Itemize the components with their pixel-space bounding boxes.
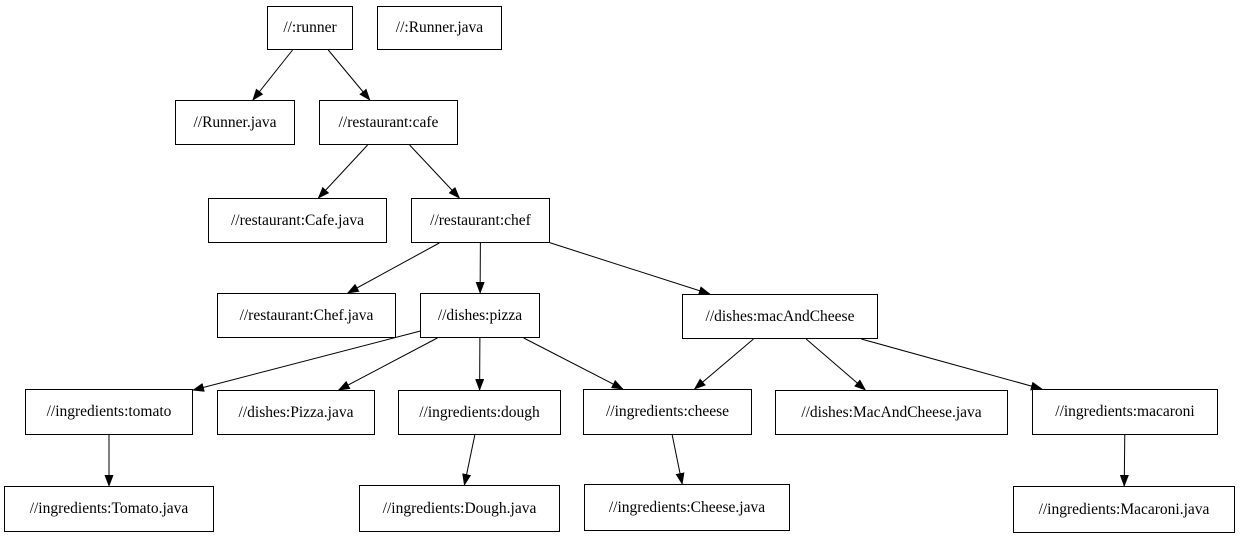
graph-node-tomato-java: //ingredients:Tomato.java xyxy=(4,486,214,532)
edge-mac-and-cheese-to-macaroni xyxy=(861,338,1043,391)
graph-node-macaroni-java: //ingredients:Macaroni.java xyxy=(1013,486,1235,533)
edge-runner-to-cafe xyxy=(327,49,371,101)
edge-pizza-to-cheese xyxy=(523,337,624,390)
edge-runner-to-runner-java xyxy=(252,49,293,101)
graph-node-runner: //:runner xyxy=(267,6,353,50)
edge-dough-to-dough-java xyxy=(462,434,476,486)
graph-node-macaroni: //ingredients:macaroni xyxy=(1032,389,1218,435)
graph-node-chef-java: //restaurant:Chef.java xyxy=(217,293,396,338)
graph-node-mac-java: //dishes:MacAndCheese.java xyxy=(775,390,1008,435)
graph-node-dough-java: //ingredients:Dough.java xyxy=(359,485,560,532)
edge-macaroni-to-macaroni-java xyxy=(1119,434,1129,487)
edge-cafe-to-cafe-java xyxy=(317,144,368,199)
edge-pizza-to-tomato xyxy=(192,330,421,392)
graph-node-pizza-java: //dishes:Pizza.java xyxy=(217,390,375,435)
edge-chef-to-mac-and-cheese xyxy=(549,242,711,295)
graph-node-cheese-java: //ingredients:Cheese.java xyxy=(584,484,790,531)
graph-node-cafe-java: //restaurant:Cafe.java xyxy=(208,198,387,243)
graph-node-chef: //restaurant:chef xyxy=(411,198,550,243)
edge-chef-to-chef-java xyxy=(346,242,440,294)
edge-mac-and-cheese-to-mac-java xyxy=(805,338,867,391)
graph-node-cheese: //ingredients:cheese xyxy=(583,389,752,435)
graph-node-cafe: //restaurant:cafe xyxy=(319,100,458,145)
edge-cafe-to-chef xyxy=(409,144,461,199)
graph-node-runner-java-src: //:Runner.java xyxy=(377,6,502,50)
graph-node-dough: //ingredients:dough xyxy=(398,390,561,435)
graph-node-runner-java: //Runner.java xyxy=(175,100,295,145)
graph-node-pizza: //dishes:pizza xyxy=(420,293,540,338)
edge-mac-and-cheese-to-cheese xyxy=(693,338,754,390)
edge-pizza-to-pizza-java xyxy=(337,337,438,391)
graph-node-mac-and-cheese: //dishes:macAndCheese xyxy=(682,294,878,339)
edge-cheese-to-cheese-java xyxy=(671,434,685,485)
graph-node-tomato: //ingredients:tomato xyxy=(25,389,193,435)
